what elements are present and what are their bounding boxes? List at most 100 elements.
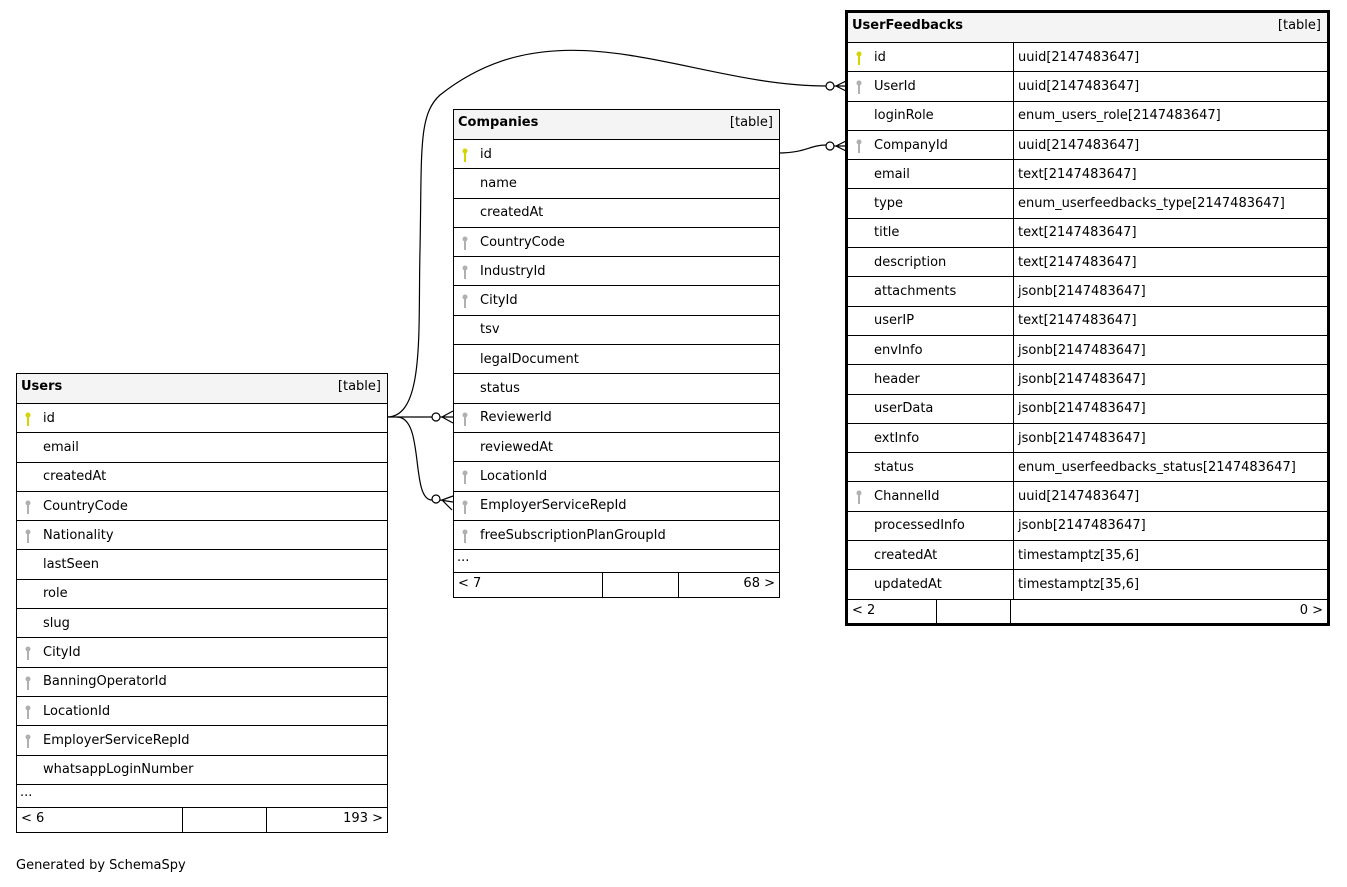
- column-type: text[2147483647]: [1013, 160, 1327, 189]
- table-footer: < 6 193 >: [17, 807, 387, 832]
- column-row[interactable]: EmployerServiceRepId: [454, 492, 779, 521]
- column-row[interactable]: BanningOperatorId: [17, 668, 387, 697]
- column-row[interactable]: name: [454, 169, 779, 199]
- column-type: jsonb[2147483647]: [1013, 423, 1327, 453]
- column-name: createdAt: [43, 469, 107, 485]
- column-type: enum_userfeedbacks_type[2147483647]: [1013, 189, 1327, 218]
- column-name: id: [874, 49, 886, 65]
- column-row[interactable]: createdAt: [17, 463, 387, 492]
- column-name: processedInfo: [874, 518, 965, 534]
- table-header[interactable]: Users[table]: [17, 374, 387, 404]
- column-row[interactable]: LocationId: [17, 697, 387, 727]
- column-name: legalDocument: [480, 351, 579, 367]
- column-name: LocationId: [480, 468, 548, 484]
- column-row[interactable]: EmployerServiceRepId: [17, 726, 387, 756]
- foreign-key-icon: [462, 529, 468, 543]
- column-row[interactable]: CityId: [454, 286, 779, 316]
- primary-key-icon: [25, 412, 31, 426]
- table-header[interactable]: Companies[table]: [454, 110, 779, 140]
- foreign-key-icon: [462, 236, 468, 250]
- table-kind-label: [table]: [729, 115, 773, 130]
- column-name: type: [874, 196, 904, 212]
- foreign-key-icon: [462, 500, 468, 514]
- column-row[interactable]: status: [454, 374, 779, 404]
- column-row[interactable]: header jsonb[2147483647]: [848, 365, 1327, 395]
- parents-count[interactable]: < 7: [454, 573, 603, 598]
- column-name: CountryCode: [480, 234, 565, 250]
- column-row[interactable]: CountryCode: [17, 492, 387, 522]
- foreign-key-icon: [462, 470, 468, 485]
- column-name: userData: [874, 401, 934, 417]
- column-row[interactable]: lastSeen: [17, 550, 387, 580]
- column-name: freeSubscriptionPlanGroupId: [480, 527, 666, 543]
- more-columns-indicator[interactable]: ...: [17, 785, 387, 808]
- column-name: status: [480, 381, 520, 397]
- column-name: role: [43, 586, 68, 602]
- column-row[interactable]: LocationId: [454, 462, 779, 492]
- column-name: email: [43, 439, 79, 455]
- column-type: timestamptz[35,6]: [1013, 570, 1327, 599]
- children-count[interactable]: 193 >: [343, 810, 383, 826]
- column-name: envInfo: [874, 342, 923, 358]
- column-row[interactable]: CountryCode: [454, 228, 779, 258]
- foreign-key-icon: [25, 529, 31, 544]
- column-row[interactable]: email: [17, 433, 387, 463]
- column-type: enum_userfeedbacks_status[2147483647]: [1013, 453, 1327, 482]
- column-type: jsonb[2147483647]: [1013, 365, 1327, 394]
- foreign-key-icon: [462, 294, 468, 309]
- column-type: timestamptz[35,6]: [1013, 541, 1327, 570]
- column-row[interactable]: freeSubscriptionPlanGroupId: [454, 521, 779, 551]
- column-name: reviewedAt: [480, 439, 554, 455]
- column-row[interactable]: createdAt: [454, 199, 779, 228]
- column-name: title: [874, 225, 900, 241]
- column-name: updatedAt: [874, 576, 942, 592]
- column-name: id: [480, 146, 492, 162]
- column-row[interactable]: Nationality: [17, 521, 387, 551]
- column-row[interactable]: id: [17, 404, 387, 434]
- table-header[interactable]: UserFeedbacks[table]: [848, 13, 1327, 43]
- column-row[interactable]: role: [17, 580, 387, 610]
- column-name: CityId: [43, 645, 81, 661]
- table-footer: < 2 0 >: [848, 599, 1327, 624]
- column-row[interactable]: updatedAt timestamptz[35,6]: [848, 570, 1327, 600]
- column-row[interactable]: type enum_userfeedbacks_type[2147483647]: [848, 189, 1327, 219]
- column-row[interactable]: CityId: [17, 638, 387, 668]
- column-row[interactable]: ReviewerId: [454, 404, 779, 433]
- column-row[interactable]: legalDocument: [454, 345, 779, 375]
- column-name: header: [874, 371, 920, 387]
- parents-count[interactable]: < 6: [17, 807, 183, 832]
- column-row[interactable]: reviewedAt: [454, 433, 779, 463]
- column-row[interactable]: slug: [17, 609, 387, 639]
- children-count[interactable]: 0 >: [1299, 602, 1323, 618]
- column-name: lastSeen: [43, 557, 99, 573]
- table-kind-label: [table]: [1277, 18, 1321, 33]
- more-columns-indicator[interactable]: ...: [454, 550, 779, 574]
- column-row[interactable]: id: [454, 140, 779, 170]
- column-row[interactable]: tsv: [454, 316, 779, 346]
- column-row[interactable]: whatsappLoginNumber: [17, 756, 387, 785]
- parents-count[interactable]: < 2: [848, 599, 937, 624]
- children-count[interactable]: 68 >: [743, 576, 775, 592]
- column-name: id: [43, 410, 55, 426]
- column-row[interactable]: IndustryId: [454, 257, 779, 287]
- column-type: enum_users_role[2147483647]: [1013, 101, 1327, 130]
